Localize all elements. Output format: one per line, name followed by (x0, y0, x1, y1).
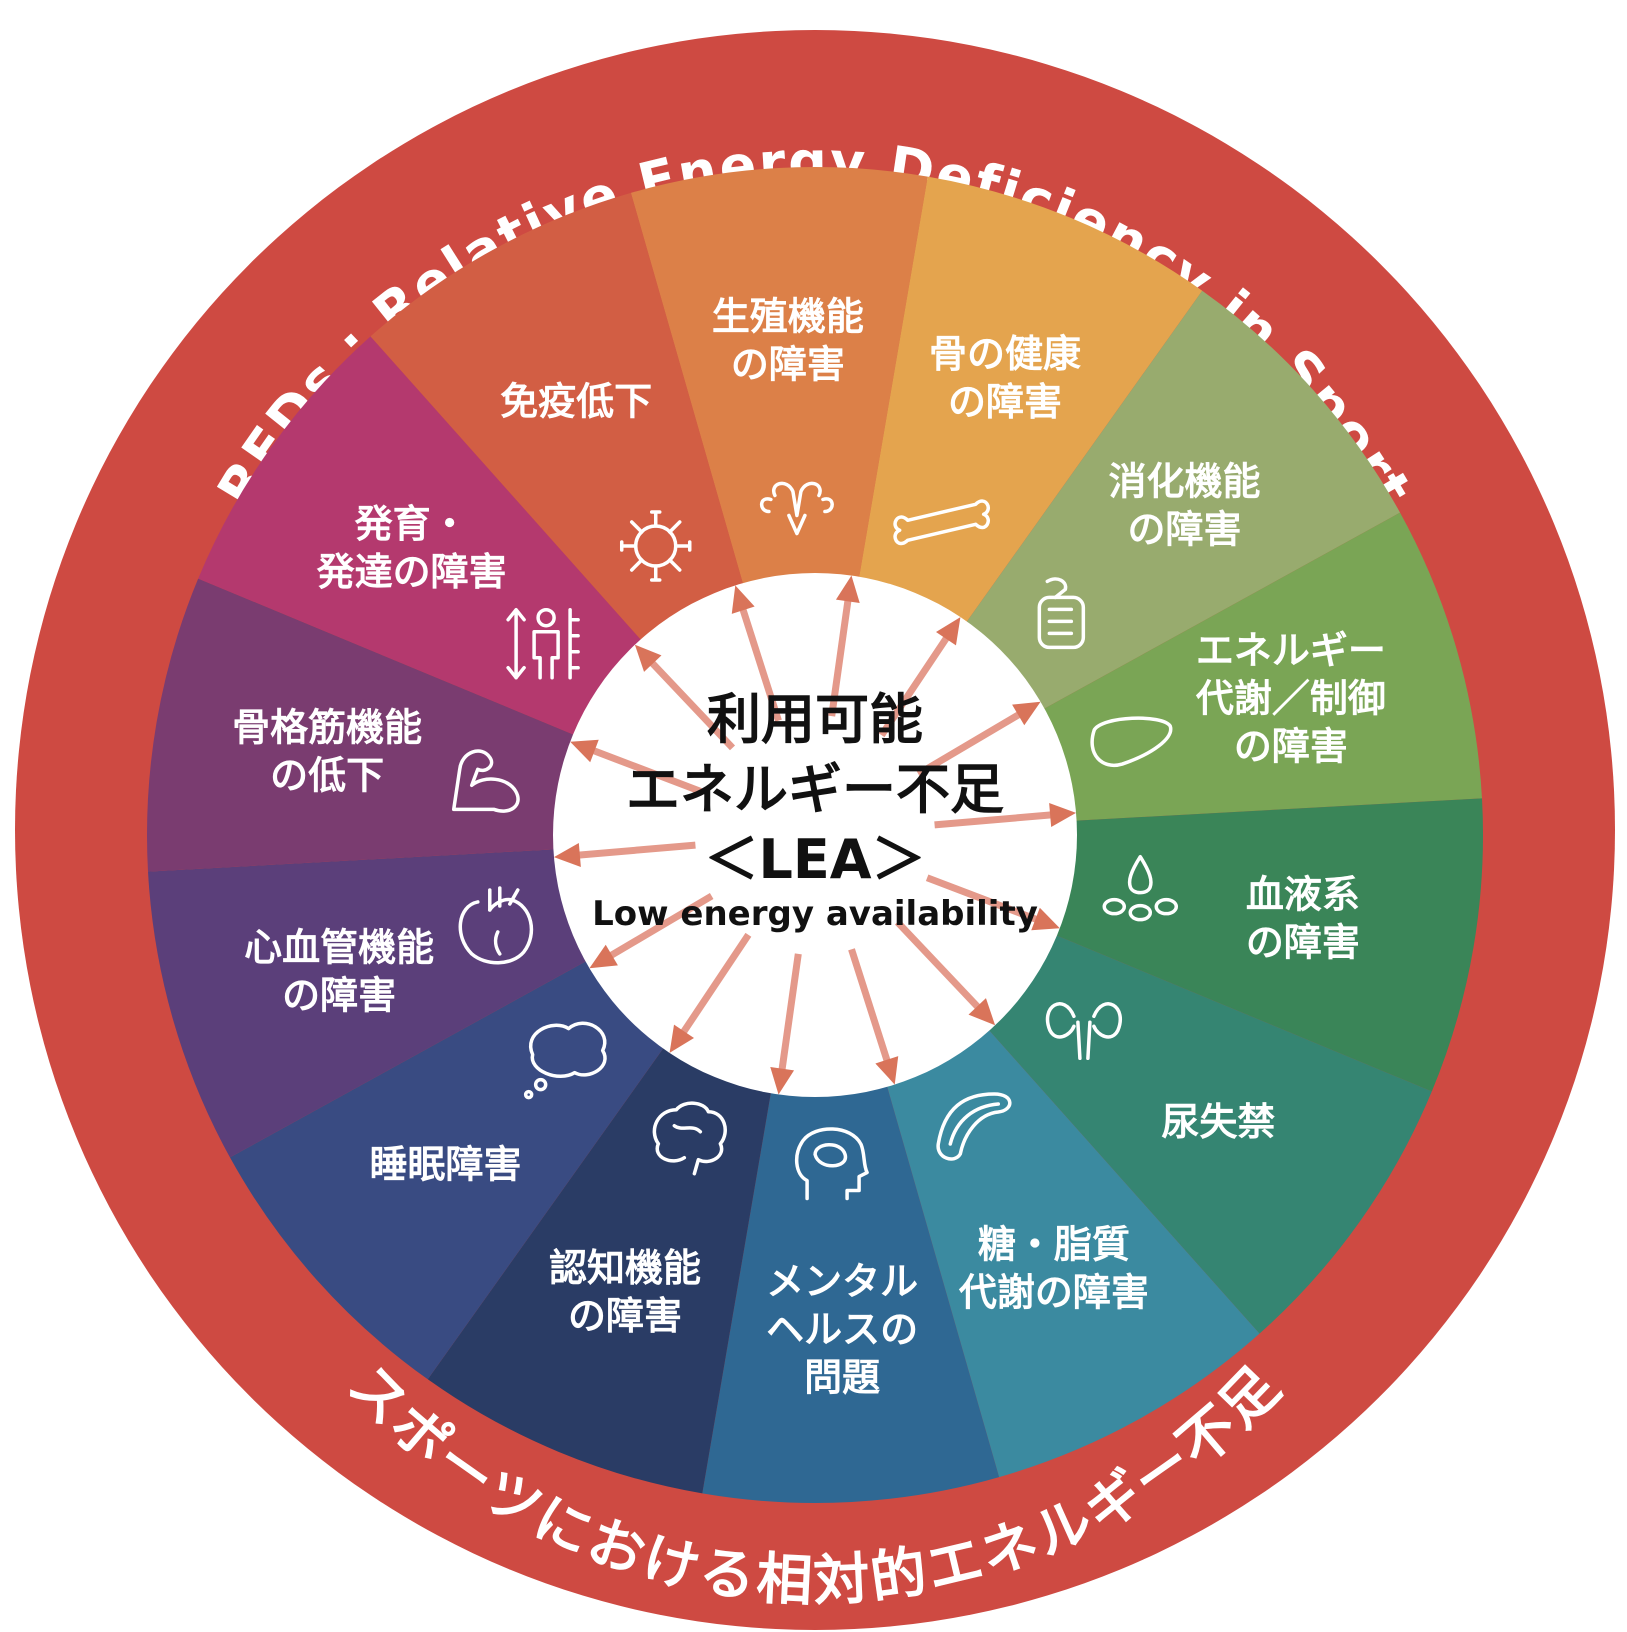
center-line-1: 利用可能 (707, 688, 923, 751)
center-arrow-head (589, 944, 618, 969)
center-line-4: Low energy availability (592, 894, 1038, 934)
segment-wedge (702, 835, 1000, 1503)
segment-label: 免疫低下 (500, 379, 652, 423)
center-arrow-head (770, 1067, 795, 1095)
center-arrow-head (669, 1024, 694, 1053)
center-arrow (828, 584, 854, 717)
center-arrow (894, 919, 991, 1021)
segment-wedge (630, 167, 928, 836)
head-brain-icon (795, 1127, 869, 1201)
center-arrow (934, 810, 1067, 829)
center-arrow-head (553, 843, 581, 867)
center-arrow-head (875, 1056, 899, 1085)
segment-label: 血液系の障害 (1246, 873, 1360, 965)
bone-icon (893, 499, 990, 546)
center-arrow (639, 649, 736, 751)
heart-icon (458, 886, 534, 965)
liver-icon (1090, 716, 1173, 767)
center-arrow (925, 874, 1052, 928)
center-arrow-head (835, 575, 860, 603)
virus-icon (619, 510, 692, 582)
center-arrow (672, 932, 752, 1047)
segment-label: 消化機能の障害 (1108, 460, 1260, 552)
center-arrow-head (1049, 803, 1077, 827)
center-line-3: ＜LEA＞ (704, 828, 925, 891)
segment-label: 発育・発達の障害 (317, 502, 507, 594)
segment-label: 睡眠障害 (369, 1142, 521, 1186)
uterus-icon (759, 481, 834, 536)
center-arrow-head (1031, 907, 1060, 931)
center-arrow-head (936, 617, 961, 646)
segment-label: 認知機能の障害 (549, 1246, 701, 1338)
sleep-icon (523, 1021, 607, 1100)
muscle-icon (451, 749, 520, 813)
center-arrow-head (731, 585, 755, 614)
segment-label: メンタルヘルスの問題 (766, 1259, 918, 1399)
center-line-2: エネルギー不足 (626, 758, 1004, 821)
center-arrow (776, 953, 802, 1086)
center-arrow-head (968, 998, 996, 1026)
segment-label: エネルギー代謝／制御の障害 (1196, 629, 1386, 769)
center-arrow (596, 893, 714, 967)
center-arrow (734, 593, 782, 722)
segment-label: 糖・脂質代謝の障害 (959, 1223, 1149, 1315)
growth-icon (506, 607, 580, 680)
center-arrow (878, 623, 958, 738)
segment-icons (451, 481, 1179, 1201)
pancreas-icon (936, 1092, 1012, 1161)
center-arrow-head (634, 644, 662, 672)
segment-label: 骨の健康の障害 (929, 332, 1081, 424)
center-arrow (563, 841, 696, 860)
intestine-icon (1037, 577, 1086, 650)
center-arrow-head (570, 739, 599, 763)
segment-label: 心血管機能の障害 (244, 925, 434, 1017)
blood-drop-icon (1102, 854, 1179, 922)
brain-icon (652, 1101, 727, 1176)
segment-wheel (147, 167, 1483, 1503)
segment-labels: 生殖機能の障害骨の健康の障害消化機能の障害エネルギー代謝／制御の障害血液系の障害… (232, 295, 1386, 1400)
segment-label: 尿失禁 (1161, 1100, 1275, 1144)
center-circle (553, 573, 1077, 1097)
center-arrow (848, 948, 896, 1077)
center-arrow (578, 742, 705, 796)
segment-label: 骨格筋機能の低下 (232, 705, 422, 797)
segment-label: 生殖機能の障害 (712, 295, 864, 387)
center-arrow-head (1012, 701, 1041, 726)
center-arrow (916, 703, 1034, 777)
kidney-icon (1045, 1002, 1122, 1061)
